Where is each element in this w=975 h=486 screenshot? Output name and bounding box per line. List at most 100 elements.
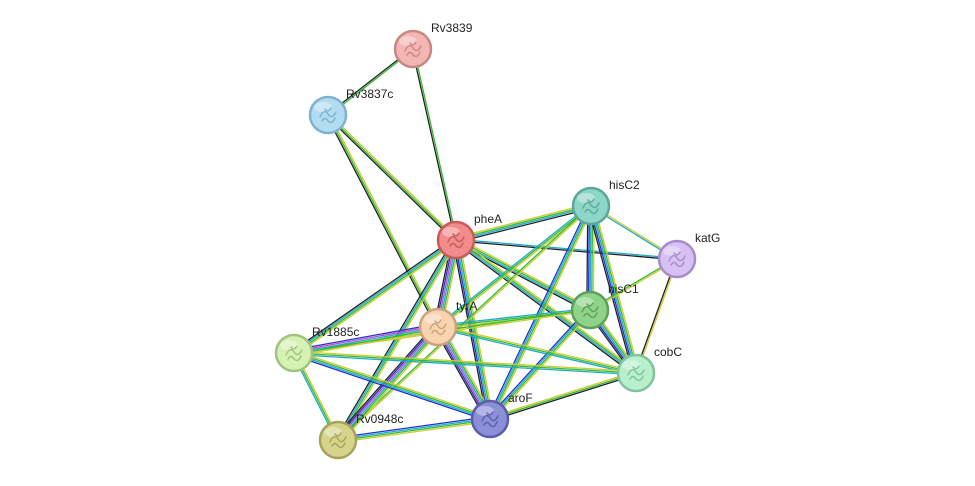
node-label: katG [695,231,720,245]
edge-line [490,206,593,420]
node-Rv3837c[interactable]: Rv3837c [308,87,393,135]
edge-line [294,351,491,419]
edge-line [326,115,456,242]
node-aroF[interactable]: aroF [470,391,533,439]
edge-line [293,353,490,421]
edge-aroF-Rv0948c[interactable] [337,415,491,444]
edge-aroF-cobC[interactable] [489,370,637,422]
edge-tyrA-cobC[interactable] [437,324,637,376]
edge-line [293,238,456,353]
protein-structure-icon [582,198,600,215]
node-gloss [324,427,342,437]
node-label: aroF [508,391,533,405]
node-gloss [314,102,332,112]
edge-line [456,238,678,259]
edge-line [294,329,439,357]
edge-line [455,239,491,420]
node-label: cobC [654,345,682,359]
edge-line [456,206,592,242]
edge-line [295,241,458,356]
node-katG[interactable]: katG [657,231,720,279]
edge-pheA-hisC1[interactable] [454,237,592,313]
edge-line [337,415,490,439]
edge-line [452,240,488,420]
edge-line [456,239,493,419]
node-hisC2[interactable]: hisC2 [571,178,640,226]
protein-structure-icon [447,232,465,249]
edge-line [489,372,637,420]
edge-line [438,324,637,373]
node-label: hisC1 [608,282,639,296]
edge-line [487,307,589,418]
protein-structure-icon [668,251,686,268]
node-gloss [442,227,460,237]
edge-line [454,241,590,313]
edge-line [338,240,458,441]
edge-Rv1885c-cobC[interactable] [293,350,637,376]
edge-line [488,309,590,419]
edge-pheA-katG[interactable] [455,238,678,261]
edge-line [437,327,636,376]
node-gloss [663,246,681,256]
edge-line [293,352,637,374]
node-label: Rv0948c [356,412,403,426]
edge-katG-cobC[interactable] [634,258,679,374]
edge-line [489,370,636,419]
node-pheA[interactable]: pheA [436,212,502,260]
edge-line [593,204,640,373]
node-gloss [576,297,594,307]
edge-line [328,113,440,327]
edge-Rv3837c-tyrA[interactable] [326,113,440,329]
protein-structure-icon [481,411,499,428]
edge-hisC2-cobC[interactable] [587,204,640,375]
edge-hisC2-aroF[interactable] [487,204,594,421]
node-cobC[interactable]: cobC [616,345,682,393]
edge-line [458,239,494,419]
node-label: pheA [474,212,502,226]
edge-line [326,115,438,329]
edge-line [338,419,491,442]
node-Rv0948c[interactable]: Rv0948c [318,412,403,460]
edge-line [293,326,439,354]
edge-Rv1885c-aroF[interactable] [293,350,491,422]
edge-line [488,205,591,419]
edge-Rv3839-pheA[interactable] [411,48,458,241]
edge-line [634,258,677,373]
protein-structure-icon [404,41,422,58]
node-gloss [622,360,640,370]
edge-pheA-Rv1885c[interactable] [292,237,458,356]
edge-line [453,240,490,420]
node-Rv3839[interactable]: Rv3839 [393,21,473,69]
edge-line [636,259,679,374]
edge-line [292,237,455,352]
edge-line [327,114,439,328]
edge-line [587,206,634,375]
protein-structure-icon [329,432,347,449]
edge-line [456,238,591,310]
edge-pheA-hisC2[interactable] [455,203,592,243]
node-gloss [424,314,442,324]
edge-line [437,326,637,374]
node-label: Rv3837c [346,87,393,101]
edge-line [411,49,456,241]
protein-structure-icon [581,302,599,319]
edge-line [339,240,459,442]
node-tyrA[interactable]: tyrA [418,299,477,347]
edge-pheA-aroF[interactable] [452,239,494,420]
edge-line [294,327,439,356]
protein-structure-icon [627,365,645,382]
edge-tyrA-Rv1885c[interactable] [293,323,439,357]
edge-Rv3837c-pheA[interactable] [326,113,458,242]
edge-line [456,207,592,243]
edge-line [437,205,592,328]
node-label: Rv3839 [431,21,473,35]
node-label: Rv1885c [312,325,359,339]
node-hisC1[interactable]: hisC1 [570,282,639,330]
node-Rv1885c[interactable]: Rv1885c [274,325,359,373]
edge-pheA-Rv0948c[interactable] [335,238,459,442]
edge-line [293,324,438,353]
edge-line [294,350,637,373]
edge-line [455,203,591,239]
